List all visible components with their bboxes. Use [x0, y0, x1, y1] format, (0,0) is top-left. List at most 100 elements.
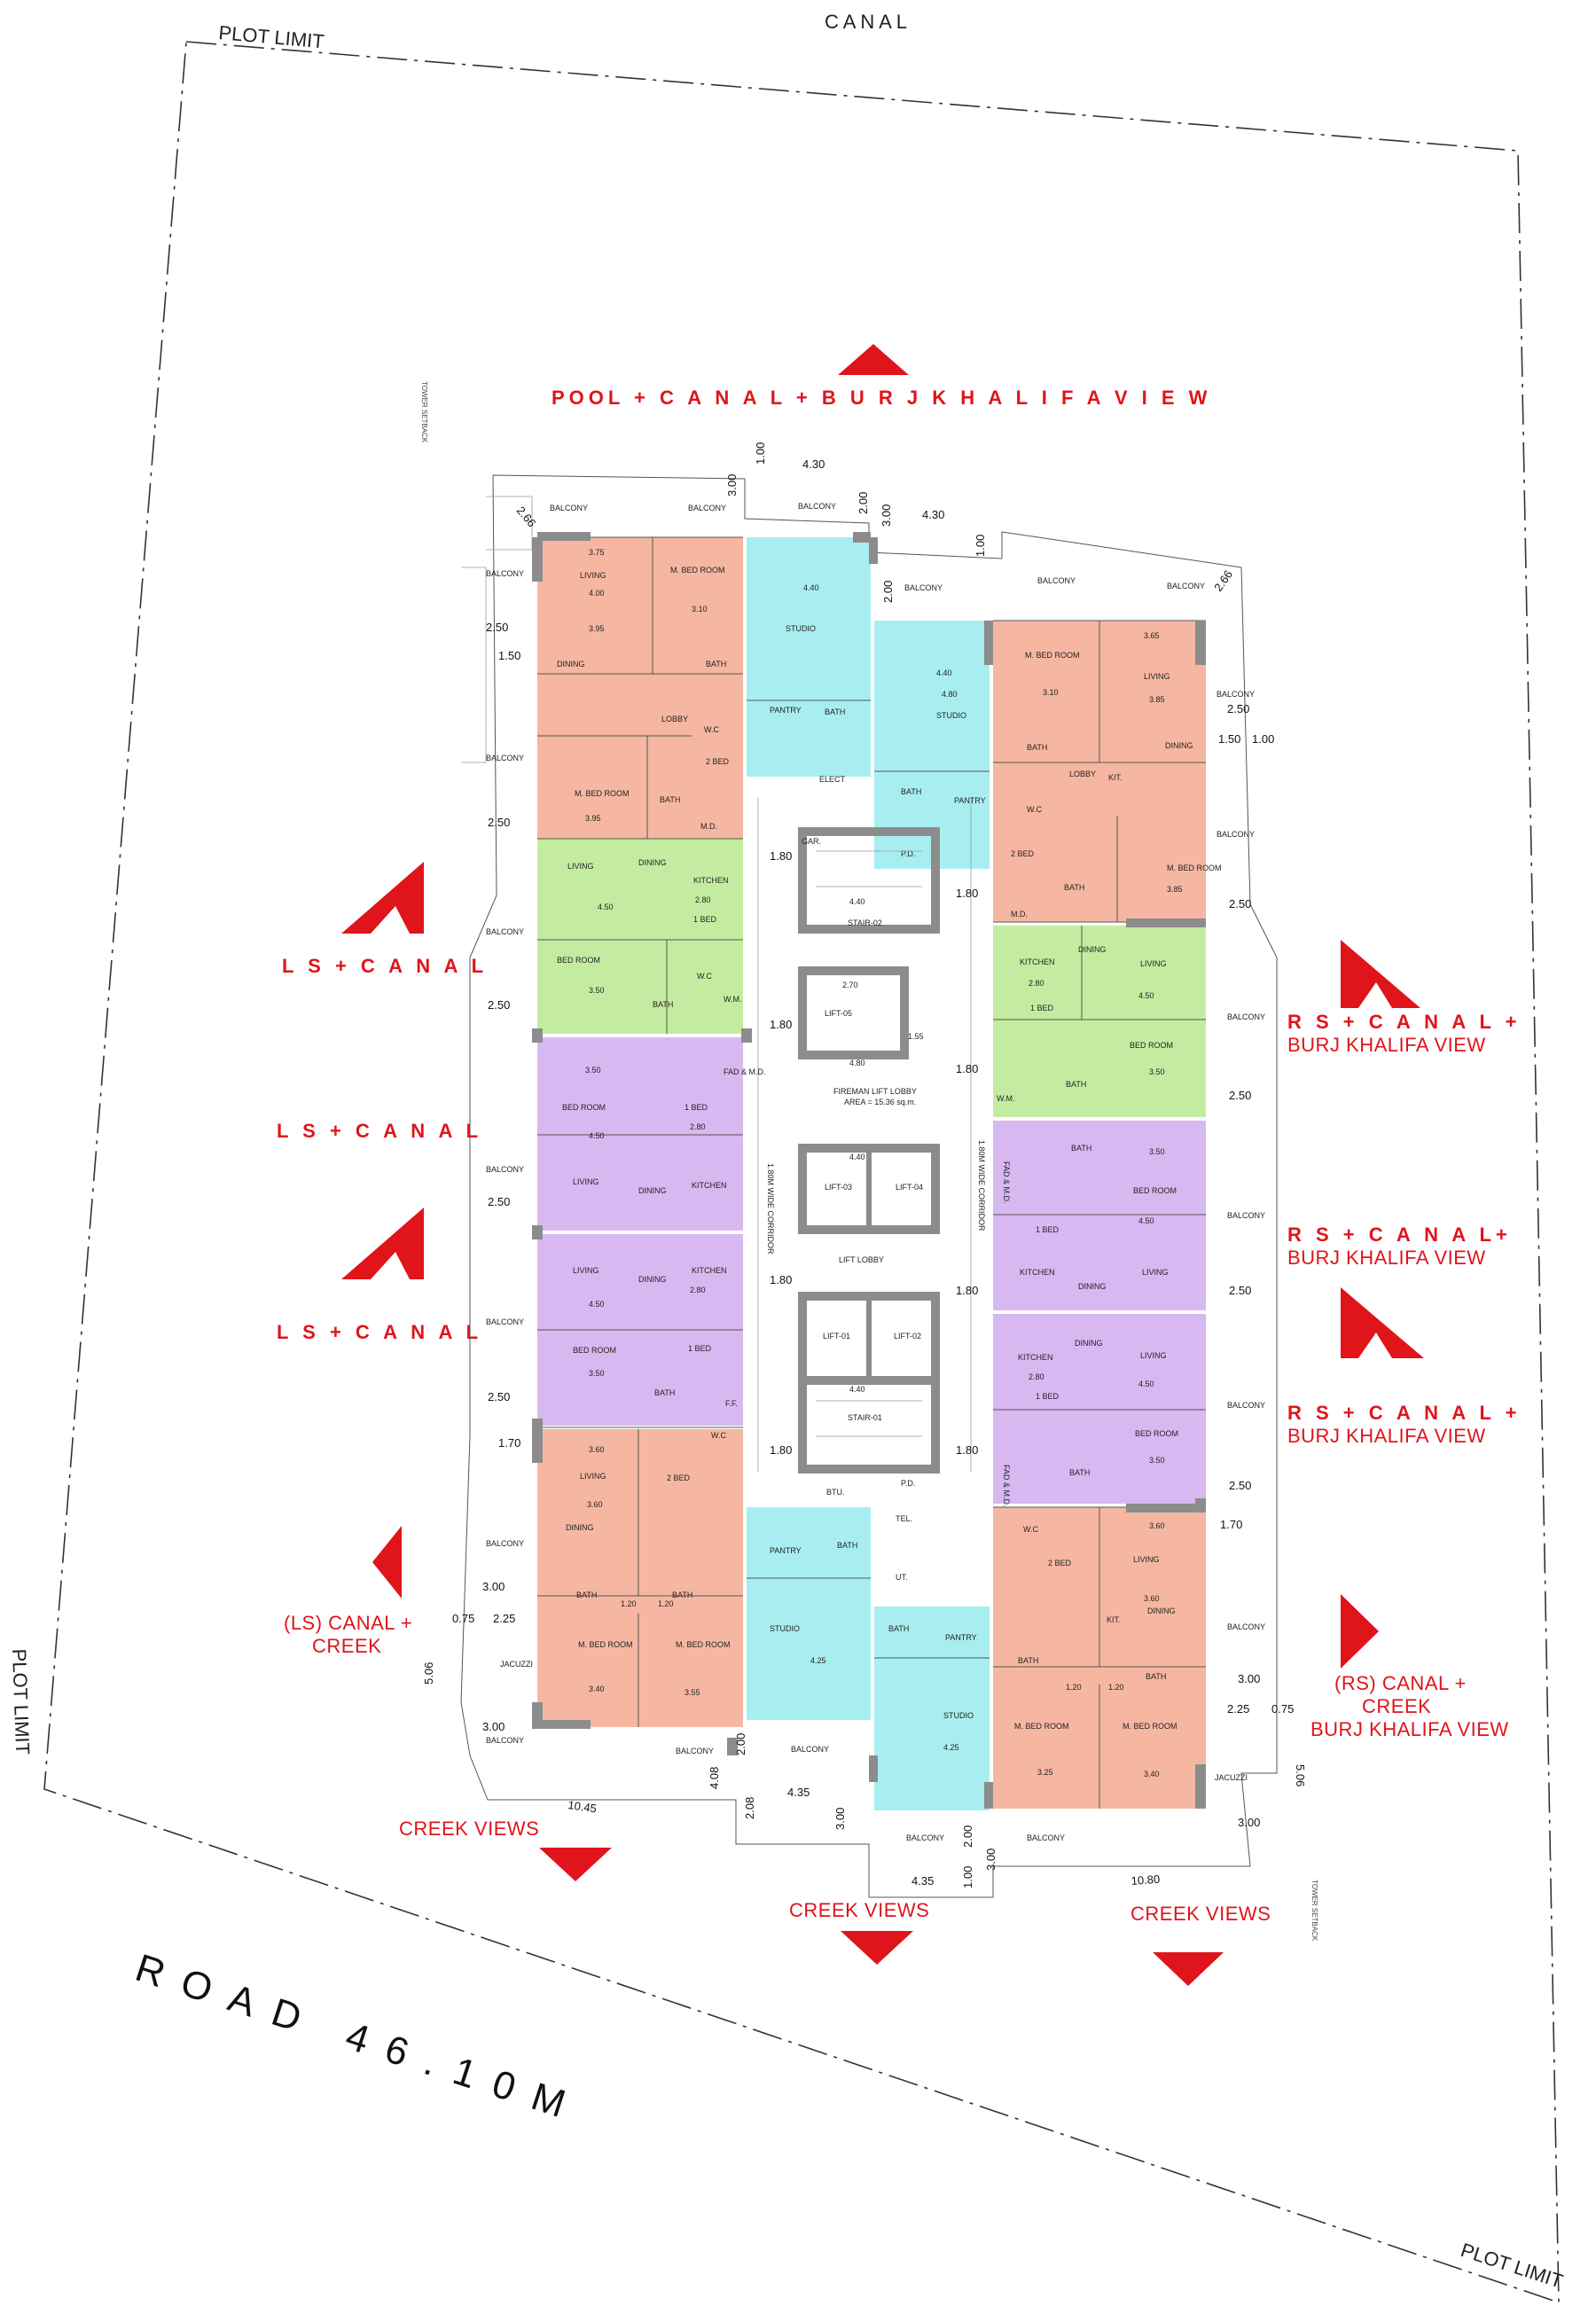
dim: 4.35 — [787, 1786, 810, 1799]
dim: 0.75 — [1271, 1702, 1294, 1716]
dim: 1.00 — [961, 1866, 974, 1888]
dim: 3.50 — [585, 1066, 601, 1075]
room-kit: KIT. — [1107, 1615, 1121, 1624]
dim: 4.50 — [589, 1131, 605, 1140]
room-bath: BATH — [1027, 743, 1047, 752]
room-living: LIVING — [580, 1472, 606, 1481]
room-wc: W.C — [704, 725, 719, 734]
dim: 1.80 — [956, 887, 978, 900]
view-rs-3-line1: R S + C A N A L + — [1287, 1402, 1521, 1424]
room-living: LIVING — [1133, 1555, 1160, 1564]
room-2bed: 2 BED — [1011, 849, 1035, 858]
room-balcony: BALCONY — [486, 1539, 524, 1548]
room-bedroom: BED ROOM — [1135, 1429, 1178, 1438]
room-bedroom: BED ROOM — [1133, 1186, 1177, 1195]
room-dining: DINING — [1078, 1282, 1107, 1291]
dim: 2.25 — [1227, 1702, 1249, 1716]
room-lift-02: LIFT-02 — [894, 1332, 921, 1341]
room-balcony: BALCONY — [1167, 582, 1205, 590]
view-ls-canal-2: L S + C A N A L — [277, 1120, 482, 1142]
room-balcony: BALCONY — [1227, 1012, 1265, 1021]
dim: 3.00 — [1238, 1672, 1260, 1685]
room-master-bedroom: M. BED ROOM — [1025, 651, 1080, 660]
view-ls-creek-1: (LS) CANAL + — [284, 1612, 412, 1634]
room-dining: DINING — [638, 1275, 667, 1284]
room-1bed: 1 BED — [1036, 1225, 1060, 1234]
view-rs-2-line1: R S + C A N A L+ — [1287, 1223, 1512, 1246]
view-arrow-ls-1 — [341, 862, 424, 934]
plot-limit-label-bottom: PLOT LIMIT — [1458, 2239, 1565, 2293]
room-master-bedroom: M. BED ROOM — [578, 1640, 633, 1649]
dim: 2.66 — [1211, 567, 1235, 593]
room-balcony: BALCONY — [1227, 1211, 1265, 1220]
dim: 10.80 — [1130, 1872, 1161, 1888]
dim: 3.95 — [585, 814, 601, 823]
room-balcony: BALCONY — [1227, 1401, 1265, 1410]
dim: 2.25 — [493, 1612, 515, 1625]
road-label: ROAD 46.10M — [130, 1946, 589, 2132]
room-studio: STUDIO — [943, 1711, 974, 1720]
view-arrow-ls-creek — [372, 1526, 402, 1599]
dim: 1.00 — [754, 442, 767, 465]
room-1bed: 1 BED — [688, 1344, 712, 1353]
dim: 4.50 — [598, 903, 614, 911]
room-master-bedroom: M. BED ROOM — [1014, 1722, 1069, 1731]
room-pd: P.D. — [901, 849, 915, 858]
room-living: LIVING — [573, 1266, 599, 1275]
dim: 4.00 — [589, 589, 605, 598]
dim: 2.50 — [1229, 1284, 1251, 1297]
room-wc: W.C — [1023, 1525, 1038, 1534]
view-arrow-rs-1 — [1341, 940, 1420, 1008]
room-dining: DINING — [1165, 741, 1193, 750]
unit-right-1bed-green — [993, 926, 1206, 1117]
dim: 4.50 — [1138, 1380, 1154, 1388]
dim: 3.85 — [1149, 695, 1165, 704]
room-fad-md: FAD & M.D. — [1002, 1465, 1011, 1507]
fireman-area: AREA = 15.36 sq.m. — [844, 1098, 916, 1106]
dim: 2.50 — [1229, 1479, 1251, 1492]
room-lift-04: LIFT-04 — [896, 1183, 923, 1192]
room-bath: BATH — [1064, 883, 1084, 892]
dim: 2.66 — [514, 504, 539, 529]
dim: 3.00 — [1238, 1816, 1260, 1829]
room-bedroom: BED ROOM — [573, 1346, 616, 1355]
room-kitchen: KITCHEN — [1020, 958, 1055, 966]
room-1bed: 1 BED — [685, 1103, 708, 1112]
fireman-lift-lobby: FIREMAN LIFT LOBBY — [833, 1087, 917, 1096]
room-tel: TEL. — [896, 1514, 912, 1523]
dim: 3.00 — [984, 1849, 998, 1871]
room-lift-03: LIFT-03 — [825, 1183, 852, 1192]
unit-studio-bottom-right — [874, 1606, 990, 1810]
room-living: LIVING — [573, 1177, 599, 1186]
dim: 3.00 — [725, 474, 739, 496]
room-dining: DINING — [557, 660, 585, 668]
dim: 1.20 — [1108, 1683, 1124, 1692]
dim: 2.80 — [690, 1122, 706, 1131]
room-studio: STUDIO — [936, 711, 966, 720]
dim: 3.00 — [880, 504, 893, 527]
dim: 3.00 — [482, 1720, 505, 1733]
room-2bed: 2 BED — [706, 757, 730, 766]
room-elect: ELECT — [819, 775, 846, 784]
room-master-bedroom: M. BED ROOM — [1123, 1722, 1177, 1731]
room-lift-01: LIFT-01 — [823, 1332, 850, 1341]
room-md: M.D. — [700, 822, 717, 831]
room-jacuzzi: JACUZZI — [500, 1660, 533, 1669]
dim: 4.25 — [943, 1743, 959, 1752]
room-master-bedroom: M. BED ROOM — [575, 789, 630, 798]
view-arrow-ls-2 — [341, 1208, 424, 1279]
view-rs-1-line1: R S + C A N A L + — [1287, 1011, 1521, 1033]
unit-right-1bed-violet-1 — [993, 1121, 1206, 1310]
room-living: LIVING — [1144, 672, 1170, 681]
canal-top-label: C A N A L — [825, 11, 907, 33]
dim: 1.20 — [621, 1599, 637, 1608]
room-bath: BATH — [653, 1000, 673, 1009]
room-kitchen: KITCHEN — [692, 1181, 727, 1190]
room-balcony: BALCONY — [486, 569, 524, 578]
view-ls-canal-3: L S + C A N A L — [277, 1321, 482, 1343]
creek-arrow-1 — [539, 1848, 612, 1881]
room-pantry: PANTRY — [945, 1633, 977, 1642]
dim: 4.50 — [1138, 1216, 1154, 1225]
room-living: LIVING — [1140, 1351, 1167, 1360]
dim: 2.50 — [488, 1390, 510, 1403]
